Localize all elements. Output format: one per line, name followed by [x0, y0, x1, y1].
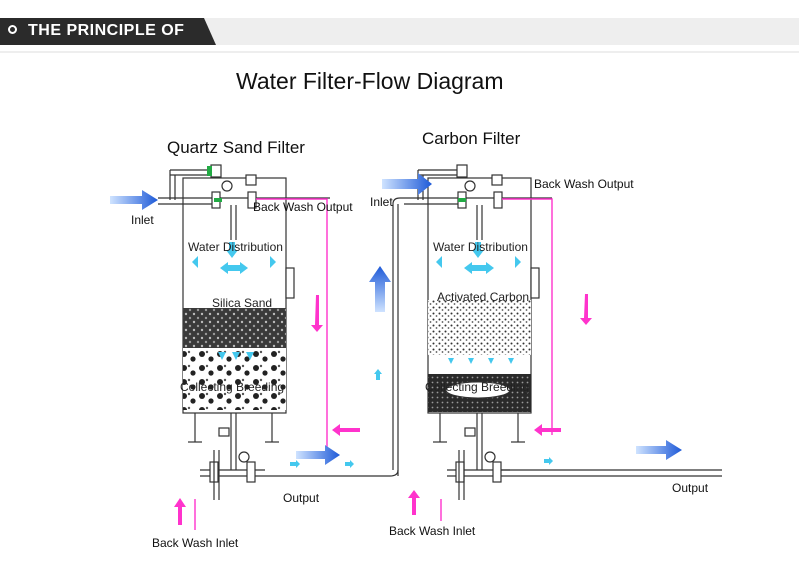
activated-carbon-layer — [428, 300, 531, 355]
quartz-back-wash-output-label: Back Wash Output — [253, 200, 353, 214]
section-label: THE PRINCIPLE OF — [28, 22, 185, 39]
quartz-collecting-label: Collecting Breeding — [180, 380, 285, 394]
carbon-water-distribution-label: Water Distribution — [433, 240, 528, 254]
water-distribution-sprays — [192, 242, 276, 360]
back-wash-line-right — [440, 198, 553, 521]
silica-sand-layer — [183, 308, 286, 348]
carbon-back-wash-output-label: Back Wash Output — [534, 177, 634, 191]
carbon-filter-title: Carbon Filter — [422, 129, 521, 148]
back-wash-line-left — [194, 198, 328, 530]
carbon-filter — [389, 164, 722, 500]
header-bar — [0, 18, 799, 53]
quartz-back-wash-inlet-label: Back Wash Inlet — [152, 536, 239, 550]
quartz-water-distribution-label: Water Distribution — [188, 240, 283, 254]
collector-plate — [445, 381, 511, 399]
quartz-filter-title: Quartz Sand Filter — [167, 138, 305, 157]
quartz-output-label: Output — [283, 491, 320, 505]
back-wash-arrows-right — [408, 294, 592, 515]
gravel-layer — [183, 348, 286, 410]
flow-arrows — [110, 173, 682, 468]
silica-sand-label: Silica Sand — [212, 296, 273, 310]
carbon-back-wash-inlet-label: Back Wash Inlet — [389, 524, 476, 538]
bullet-icon — [8, 25, 17, 34]
carbon-output-label: Output — [672, 481, 709, 495]
carbon-collecting-label: Collecting Breeding — [425, 380, 530, 394]
diagram-title: Water Filter-Flow Diagram — [236, 68, 504, 94]
back-wash-arrows-left — [174, 295, 360, 525]
quartz-inlet-label: Inlet — [131, 213, 154, 227]
water-distribution-sprays — [436, 242, 521, 364]
carbon-inlet-label: Inlet — [370, 195, 393, 209]
activated-carbon-label: Activated Carbon — [437, 290, 530, 304]
